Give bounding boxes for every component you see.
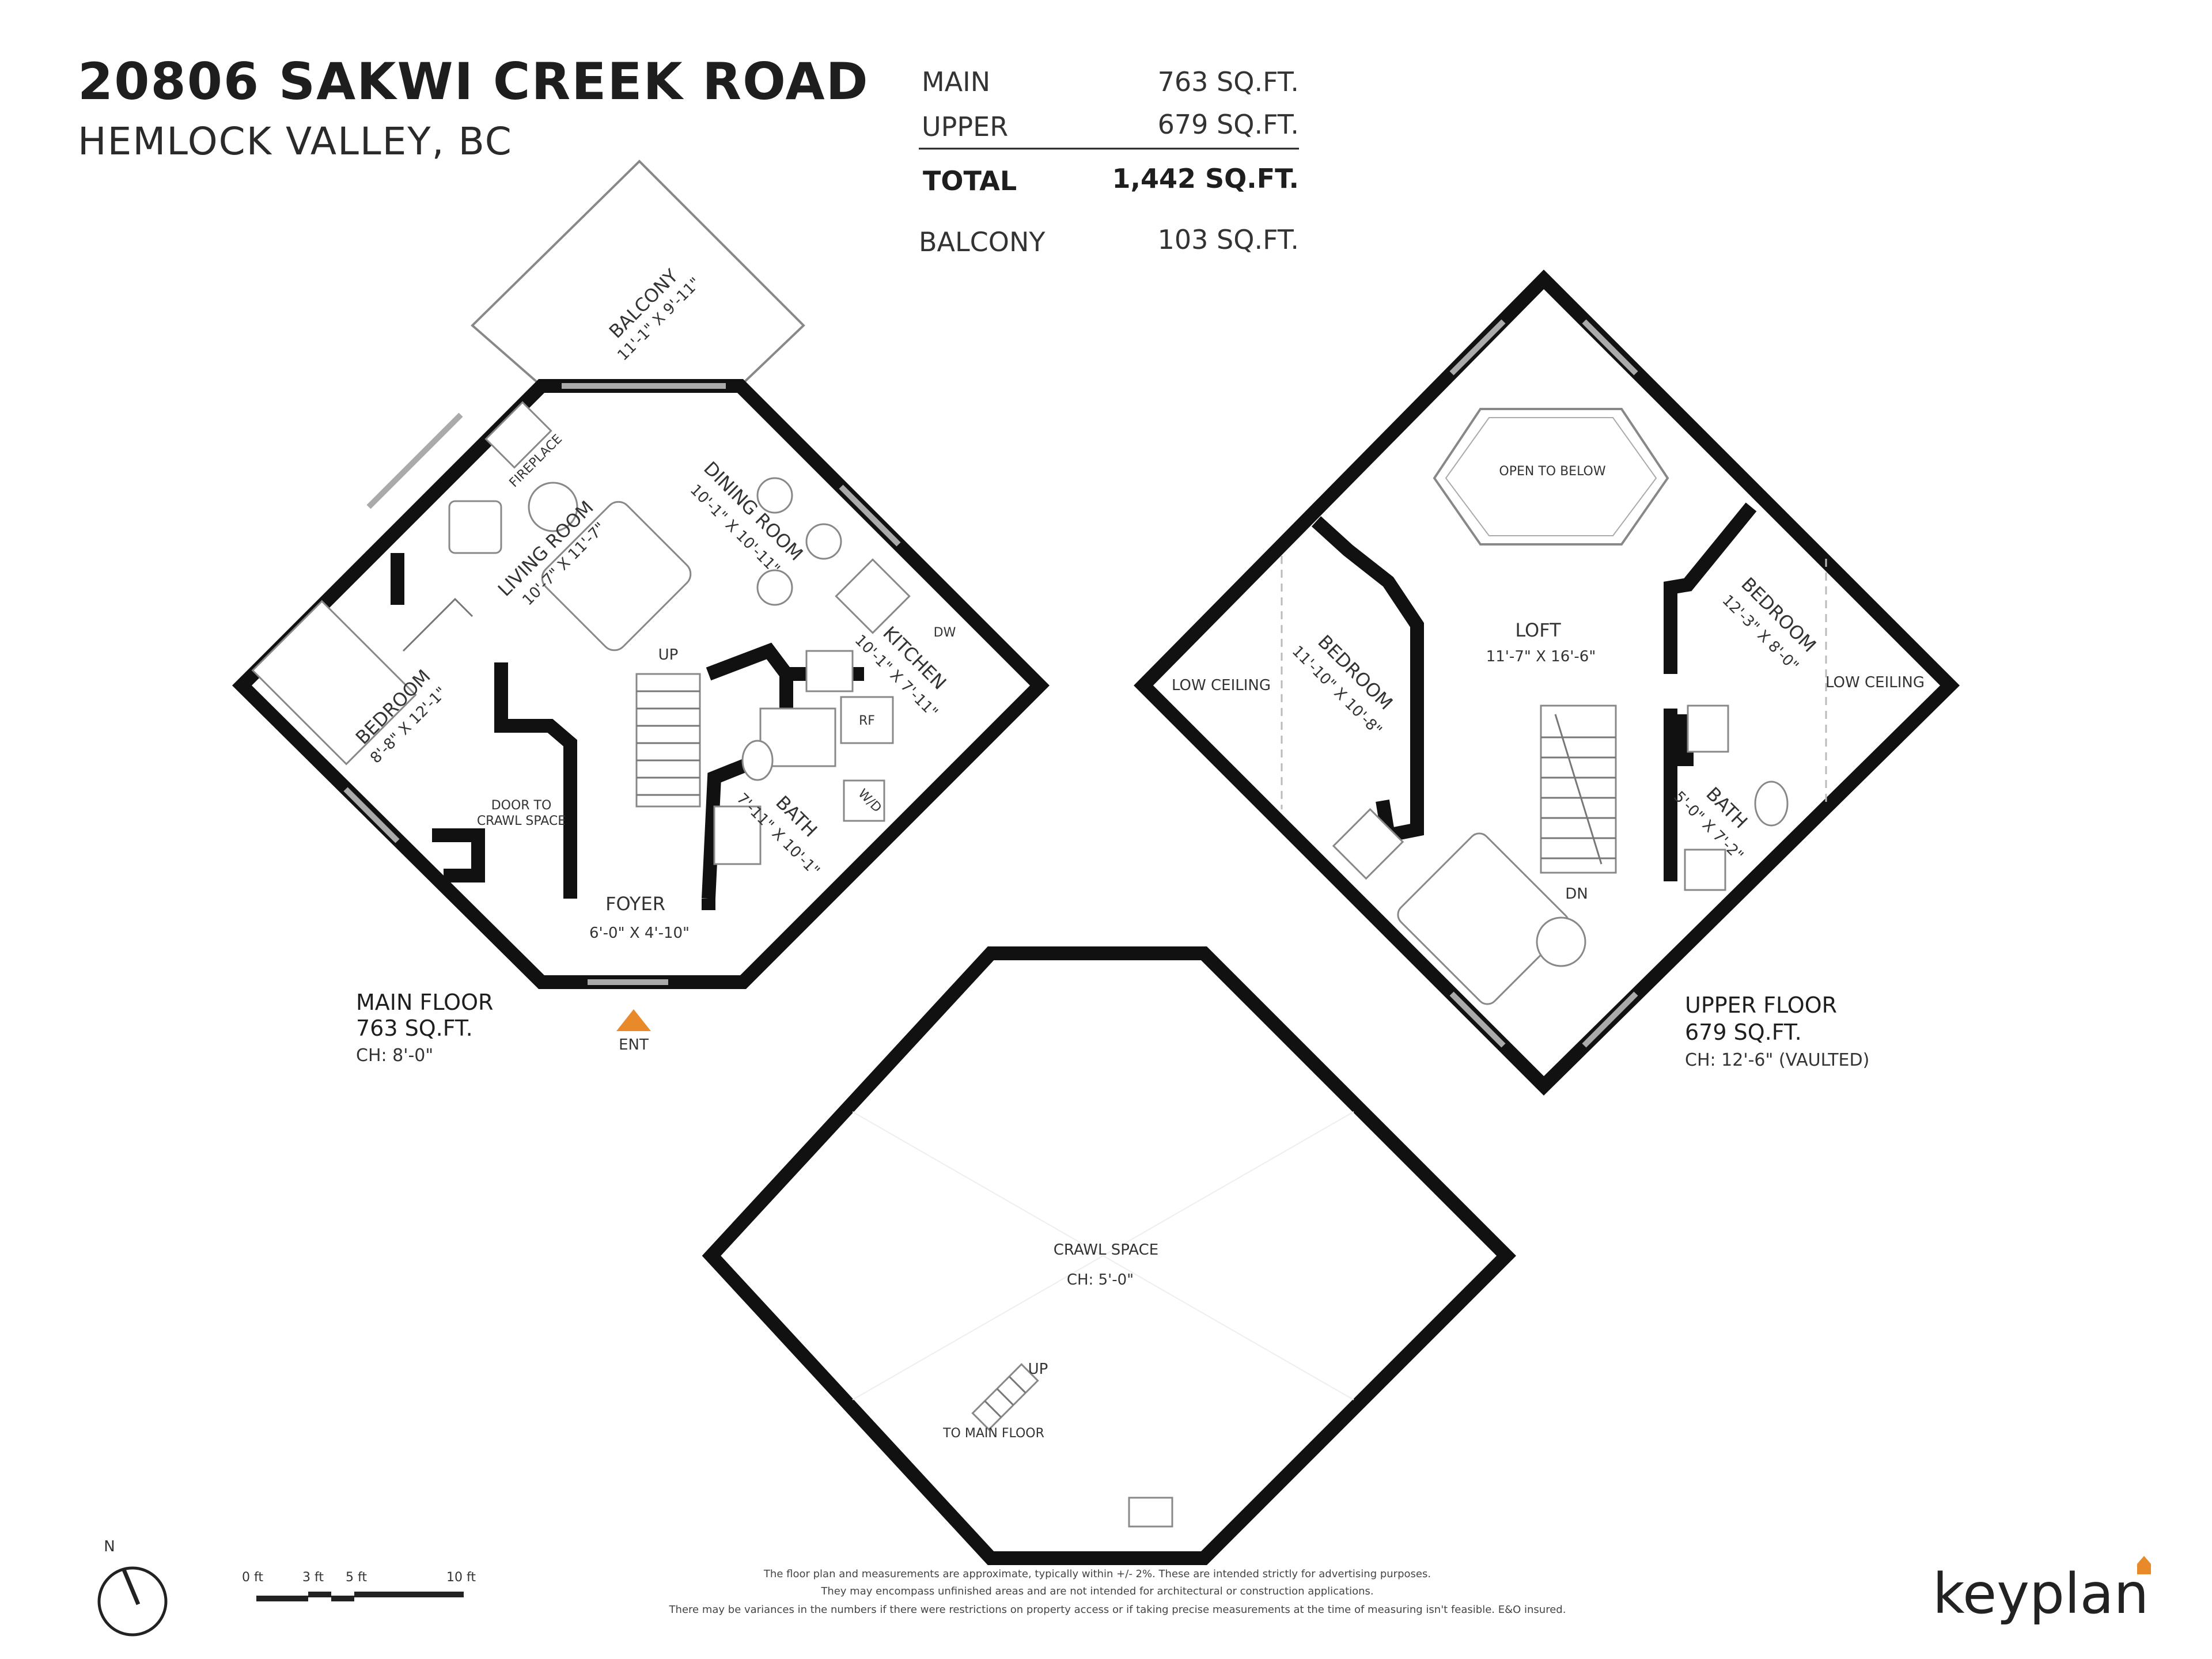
crawl-hatch: [1128, 1497, 1173, 1528]
disclaimer-line-1: The floor plan and measurements are appr…: [763, 1568, 1431, 1580]
crawl-ladder: [971, 1363, 1039, 1431]
armchair: [448, 500, 502, 554]
upper-stairs: [1540, 704, 1617, 874]
city-subtitle: HEMLOCK VALLEY, BC: [78, 119, 513, 164]
upper-floor-plan: OPEN TO BELOW LOFT 11'-7" X 16'-6" BEDRO…: [1134, 269, 1960, 1096]
scale-3: 3 ft: [302, 1570, 324, 1585]
dining-chair: [805, 523, 842, 560]
disclaimer: The floor plan and measurements are appr…: [669, 1568, 1566, 1616]
upper-window: [1449, 319, 1506, 376]
scale-10: 10 ft: [446, 1570, 476, 1585]
upper-bedroom-right-wall: [1664, 502, 1757, 674]
crawl-door-label-1: DOOR TO: [491, 798, 552, 813]
fridge: [840, 696, 894, 744]
total-area-value: 1,442 SQ.FT.: [1112, 163, 1299, 194]
upper-toilet: [1754, 781, 1789, 827]
bed: [251, 600, 417, 766]
crawl-space-ceiling: CH: 5'-0": [1067, 1271, 1134, 1289]
upper-floor-area: 679 SQ.FT.: [1685, 1020, 1802, 1045]
upper-window: [1449, 991, 1506, 1048]
main-floor-ceiling: CH: 8'-0": [356, 1046, 433, 1066]
brand-mark-icon: [2137, 1556, 2151, 1574]
kitchen-sink: [835, 558, 911, 634]
brand-name: keyplan: [1933, 1562, 2149, 1626]
bath-vanity: [713, 805, 762, 865]
side-table: [528, 482, 578, 532]
main-area-value: 763 SQ.FT.: [1158, 66, 1299, 97]
compass-needle-icon: [122, 1569, 141, 1605]
address-title: 20806 SAKWI CREEK ROAD: [78, 52, 869, 111]
window-bedroom-lower: [343, 787, 400, 843]
balcony-area-label: BALCONY: [919, 226, 1046, 257]
toilet: [741, 740, 774, 781]
to-main-floor-label: TO MAIN FLOOR: [942, 1426, 1044, 1441]
crawl-guide-line: [852, 1111, 1354, 1400]
stairs-down-label: DN: [1565, 885, 1588, 903]
washer-dryer: [843, 779, 885, 822]
upper-vanity: [1684, 849, 1726, 891]
scale-0: 0 ft: [242, 1570, 263, 1585]
main-floor-label: MAIN FLOOR: [356, 990, 493, 1015]
bedroom-wall-right: [494, 662, 577, 899]
disclaimer-line-2: They may encompass unfinished areas and …: [820, 1585, 1373, 1597]
low-ceiling-right-label: LOW CEILING: [1825, 674, 1925, 691]
closet-rod: [1332, 808, 1404, 880]
balcony-area-value: 103 SQ.FT.: [1158, 224, 1299, 255]
scale-5: 5 ft: [346, 1570, 367, 1585]
scale-bar: 0 ft 3 ft 5 ft 10 ft: [242, 1570, 476, 1601]
total-area-label: TOTAL: [923, 165, 1017, 196]
fridge-label: RF: [859, 714, 875, 728]
crawl-door-wall: [432, 828, 485, 882]
keyplan-logo: keyplan: [1933, 1556, 2151, 1626]
sofa: [541, 501, 692, 652]
loft-sofa: [1397, 832, 1570, 1005]
main-stairs: [635, 673, 701, 808]
stove: [805, 650, 854, 692]
disclaimer-line-3: There may be variances in the numbers if…: [669, 1604, 1566, 1616]
entry-label: ENT: [619, 1036, 649, 1054]
upper-floor-label: UPPER FLOOR: [1685, 993, 1837, 1018]
foyer-label: FOYER: [605, 893, 665, 915]
upper-area-value: 679 SQ.FT.: [1158, 109, 1299, 140]
loft-label: LOFT: [1515, 619, 1561, 641]
open-to-below-outline: [1433, 408, 1669, 546]
upper-shower: [1687, 704, 1729, 753]
upper-window: [1582, 319, 1638, 376]
closet-door: [402, 597, 474, 652]
loft-dim: 11'-7" X 16'-6": [1486, 648, 1596, 665]
crawl-door-label-2: CRAWL SPACE: [477, 814, 566, 828]
loft-table: [1536, 916, 1586, 967]
main-area-label: MAIN: [922, 66, 990, 97]
window-living: [366, 412, 463, 509]
upper-floor-ceiling: CH: 12'-6" (VAULTED): [1685, 1050, 1869, 1070]
crawl-space-plan: CRAWL SPACE CH: 5'-0" UP TO MAIN FLOOR: [702, 946, 1516, 1565]
compass-ring-icon: [97, 1566, 168, 1637]
area-table: MAIN 763 SQ.FT. UPPER 679 SQ.FT. TOTAL 1…: [919, 66, 1299, 257]
entry-arrow-icon: [616, 1009, 651, 1031]
crawl-space-label: CRAWL SPACE: [1054, 1241, 1158, 1259]
stairs-up-label: UP: [658, 646, 679, 664]
upper-window: [1582, 991, 1638, 1048]
fireplace-symbol: [484, 401, 552, 469]
main-floor-exterior-walls: [232, 379, 1050, 989]
crawl-up-label: UP: [1028, 1361, 1048, 1378]
north-compass: N: [97, 1538, 168, 1637]
main-floor-area: 763 SQ.FT.: [356, 1016, 473, 1041]
main-floor-plan: BALCONY 11'-1" X 9'-11" FIREPLACE LIVING…: [232, 160, 1050, 1066]
dining-chair: [756, 477, 793, 514]
window-dining: [839, 484, 901, 547]
low-ceiling-left-label: LOW CEILING: [1172, 677, 1271, 694]
north-label: N: [104, 1538, 115, 1555]
upper-floor-exterior-walls: [1134, 269, 1960, 1096]
upper-area-label: UPPER: [922, 111, 1008, 142]
open-to-below-label: OPEN TO BELOW: [1499, 464, 1605, 479]
foyer-dim: 6'-0" X 4'-10": [589, 925, 690, 942]
crawl-space-walls: [702, 946, 1516, 1565]
dining-chair: [756, 569, 793, 606]
dishwasher-label: DW: [934, 626, 956, 640]
